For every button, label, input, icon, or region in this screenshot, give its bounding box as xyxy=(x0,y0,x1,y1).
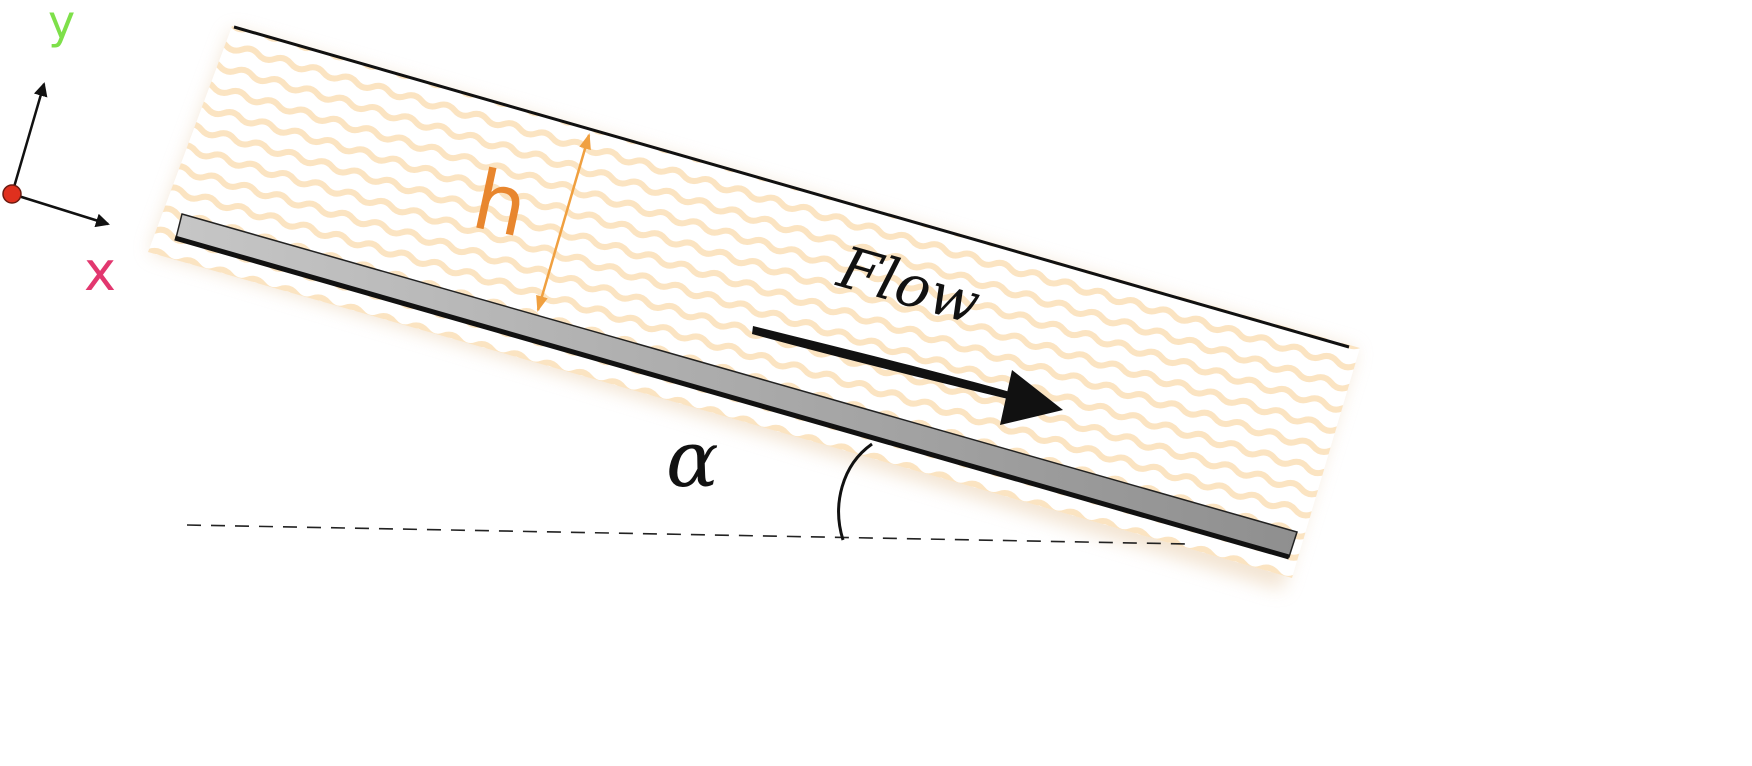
coordinate-axes xyxy=(2,82,110,228)
fluid-wave-line xyxy=(163,69,1360,422)
origin-dot xyxy=(2,184,22,204)
depth-arrow xyxy=(536,133,591,312)
flow-arrow-shaft xyxy=(752,326,1010,399)
plate-bottom-edge xyxy=(174,235,1290,560)
fluid-wave-line xyxy=(148,175,1346,528)
angle-arc xyxy=(837,442,873,541)
fluid-wave-line xyxy=(157,90,1360,444)
fluid-wave-line xyxy=(148,153,1352,507)
flow-arrow-head xyxy=(1000,370,1063,425)
free-surface-line xyxy=(233,25,1350,349)
fluid-wave-line xyxy=(175,26,1360,380)
angle-label: α xyxy=(666,415,719,505)
x-axis-label: x xyxy=(84,240,116,303)
x-axis-arrow xyxy=(11,192,110,228)
fluid-wave-line xyxy=(151,111,1360,465)
y-axis-label: y xyxy=(48,0,75,49)
fluid-wave-line xyxy=(169,48,1360,401)
y-axis-arrow xyxy=(10,82,48,195)
horizontal-reference-line xyxy=(186,524,1189,545)
fluid-wave-line xyxy=(148,132,1358,486)
